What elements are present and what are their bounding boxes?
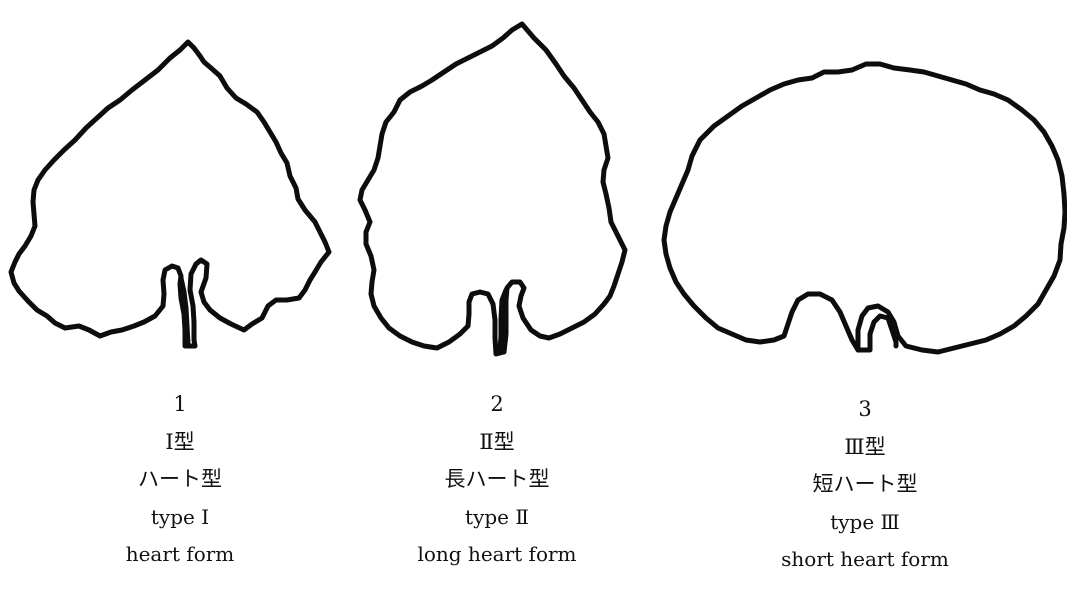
- leaf-stem-type-2: [497, 287, 509, 353]
- form-label-en: heart form: [125, 542, 235, 566]
- type-label-en: type Ⅰ: [150, 504, 210, 529]
- type-label-jp: Ⅱ型: [479, 429, 515, 454]
- leaf-number: 2: [490, 392, 504, 416]
- leaf-outline-type-1: [8, 39, 332, 349]
- form-label-jp: ハート型: [138, 467, 222, 491]
- leaf-number: 3: [858, 397, 872, 421]
- caption-type-1: 1 Ⅰ型 ハート型 type Ⅰ heart form: [30, 386, 330, 574]
- type-label-en: type Ⅲ: [830, 509, 900, 534]
- leaf-outline-type-3: [697, 61, 1067, 355]
- form-label-en: short heart form: [781, 547, 949, 571]
- form-label-jp: 長ハート型: [444, 467, 550, 491]
- leaf-stem-type-1: [178, 275, 191, 347]
- type-label-jp: Ⅲ型: [844, 434, 886, 459]
- leaf-outline-type-3-left: [661, 137, 861, 353]
- type-label-en: type Ⅱ: [465, 504, 529, 529]
- form-label-jp: 短ハート型: [812, 472, 918, 496]
- leaf-number: 1: [173, 392, 187, 416]
- leaf-outline-type-2: [357, 21, 628, 357]
- caption-type-3: 3 Ⅲ型 短ハート型 type Ⅲ short heart form: [715, 391, 1015, 579]
- leaf-outlines: [8, 21, 1067, 357]
- caption-type-2: 2 Ⅱ型 長ハート型 type Ⅱ long heart form: [347, 386, 647, 574]
- type-label-jp: Ⅰ型: [165, 429, 195, 454]
- form-label-en: long heart form: [417, 542, 577, 566]
